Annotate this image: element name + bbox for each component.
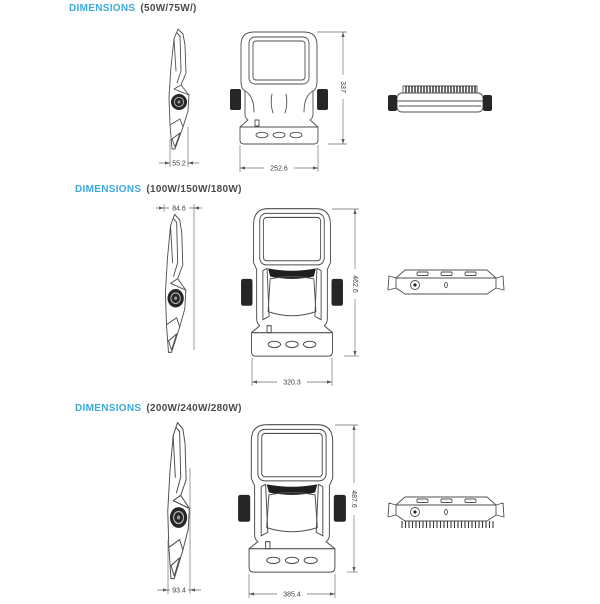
dim-front-height-200w: 487.6 bbox=[335, 424, 359, 573]
dimensions-label: DIMENSIONS bbox=[69, 3, 136, 14]
wattage-spec: (200W/240W/280W) bbox=[146, 403, 242, 414]
wattage-spec: (100W/150W/180W) bbox=[146, 184, 242, 195]
svg-text:487.6: 487.6 bbox=[350, 490, 357, 508]
svg-text:84.6: 84.6 bbox=[172, 206, 186, 213]
top-view-100w bbox=[387, 269, 505, 295]
side-view-50w: 55.2 bbox=[159, 28, 199, 168]
svg-text:337: 337 bbox=[339, 81, 346, 93]
svg-text:55.2: 55.2 bbox=[172, 161, 186, 168]
front-view-50w: 252.6 337 bbox=[229, 31, 348, 173]
front-view-100w: 320.3 462.6 bbox=[240, 208, 360, 387]
svg-text:93.4: 93.4 bbox=[172, 588, 186, 595]
dimensions-label: DIMENSIONS bbox=[75, 403, 142, 414]
svg-text:252.6: 252.6 bbox=[270, 166, 288, 173]
dim-side-width-200w: 93.4 bbox=[157, 468, 201, 595]
front-view-200w: 385.4 487.6 bbox=[237, 424, 359, 599]
svg-text:462.6: 462.6 bbox=[351, 275, 358, 293]
section-heading-100w: DIMENSIONS (100W/150W/180W) bbox=[75, 184, 242, 195]
dim-side-width-50w: 55.2 bbox=[159, 127, 199, 168]
top-view-50w bbox=[387, 85, 493, 113]
side-view-100w: 84.6 bbox=[156, 203, 202, 353]
dim-side-width-100w: 84.6 bbox=[156, 203, 202, 350]
dimensions-label: DIMENSIONS bbox=[75, 184, 142, 195]
section-heading-50w: DIMENSIONS (50W/75W/) bbox=[69, 3, 197, 14]
dim-front-width-50w: 252.6 bbox=[239, 145, 319, 173]
svg-text:385.4: 385.4 bbox=[283, 592, 301, 599]
section-heading-200w: DIMENSIONS (200W/240W/280W) bbox=[75, 403, 242, 414]
dim-front-height-100w: 462.6 bbox=[332, 208, 360, 357]
side-view-200w: 93.4 bbox=[157, 421, 201, 595]
dim-front-width-200w: 385.4 bbox=[248, 574, 336, 599]
dim-front-height-50w: 337 bbox=[317, 31, 348, 145]
top-view-200w bbox=[387, 496, 505, 529]
dim-front-width-100w: 320.3 bbox=[251, 358, 333, 387]
svg-text:320.3: 320.3 bbox=[283, 380, 301, 387]
wattage-spec: (50W/75W/) bbox=[140, 3, 197, 14]
